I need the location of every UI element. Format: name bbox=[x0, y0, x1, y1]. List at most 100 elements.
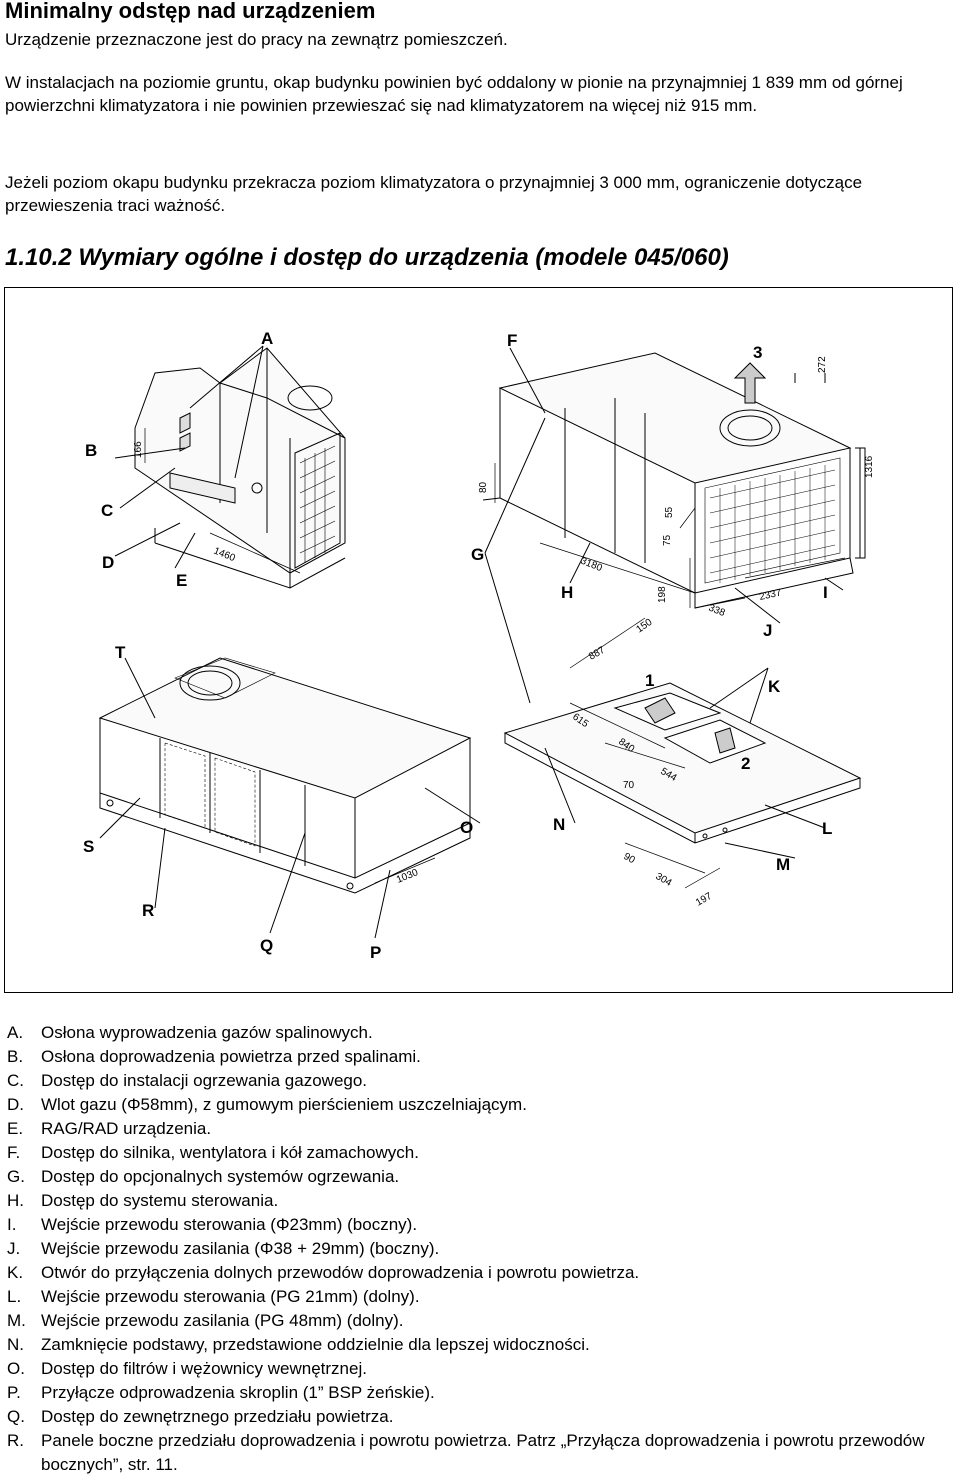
label-q: Q bbox=[260, 936, 273, 955]
dim-90: 90 bbox=[622, 851, 638, 866]
legend-item: F. Dostęp do silnika, wentylatora i kół z… bbox=[7, 1141, 952, 1165]
legend-item: I.Wejście przewodu sterowania (Φ23mm) (b… bbox=[7, 1213, 952, 1237]
dim-1460: 1460 bbox=[212, 546, 237, 565]
legend-text: Dostęp do opcjonalnych systemów ogrzewan… bbox=[41, 1167, 400, 1186]
dim-166: 166 bbox=[133, 441, 144, 458]
legend-key: J. bbox=[7, 1239, 21, 1258]
unit-drawing: A F 3 B C D E G H I J T 1 K 2 O N L S M bbox=[83, 329, 875, 962]
label-f: F bbox=[507, 331, 517, 350]
legend-text: Wejście przewodu sterowania (PG 21mm) (d… bbox=[41, 1287, 420, 1306]
legend-text: Osłona doprowadzenia powietrza przed spa… bbox=[41, 1047, 421, 1066]
dim-887: 887 bbox=[587, 645, 607, 663]
legend-item: H.Dostęp do systemu sterowania. bbox=[7, 1189, 952, 1213]
label-1: 1 bbox=[645, 671, 654, 690]
dim-80: 80 bbox=[478, 481, 489, 493]
legend-key: L. bbox=[7, 1287, 22, 1306]
unit-bottom-left-view bbox=[98, 657, 472, 894]
dimensions-figure: A F 3 B C D E G H I J T 1 K 2 O N L S M bbox=[4, 287, 953, 993]
legend-item: D.Wlot gazu (Φ58mm), z gumowym pierścien… bbox=[7, 1093, 952, 1117]
legend-text: Osłona wyprowadzenia gazów spalinowych. bbox=[41, 1023, 373, 1042]
legend-item: J. Wejście przewodu zasilania (Φ38 + 29mm… bbox=[7, 1237, 952, 1261]
legend-key: I. bbox=[7, 1215, 17, 1234]
label-2: 2 bbox=[741, 754, 750, 773]
dim-75: 75 bbox=[662, 534, 673, 546]
label-b: B bbox=[85, 441, 97, 460]
section-heading: 1.10.2 Wymiary ogólne i dostęp do urządz… bbox=[5, 244, 729, 271]
legend-item: M.Wejście przewodu zasilania (PG 48mm) (… bbox=[7, 1309, 952, 1333]
legend-text: Przyłącze odprowadzenia skroplin (1” BSP… bbox=[41, 1383, 435, 1402]
label-j: J bbox=[763, 621, 772, 640]
label-s: S bbox=[83, 837, 94, 856]
dim-70: 70 bbox=[623, 780, 635, 791]
base-frame-view bbox=[503, 682, 862, 844]
legend-text: Zamknięcie podstawy, przedstawione oddzi… bbox=[41, 1335, 590, 1354]
legend-item: K. Otwór do przyłączenia dolnych przewodó… bbox=[7, 1261, 952, 1285]
legend-key: F. bbox=[7, 1143, 21, 1162]
dimension-lines bbox=[144, 428, 846, 889]
label-k: K bbox=[768, 677, 781, 696]
legend-list: A. Osłona wyprowadzenia gazów spalinowych… bbox=[7, 1021, 952, 1477]
legend-text: Otwór do przyłączenia dolnych przewodów … bbox=[41, 1263, 640, 1282]
dim-55: 55 bbox=[664, 506, 675, 518]
letter-labels: A F 3 B C D E G H I J T 1 K 2 O N L S M bbox=[83, 329, 832, 962]
legend-key: K. bbox=[7, 1263, 24, 1282]
legend-text: Wejście przewodu zasilania (Φ38 + 29mm) … bbox=[41, 1239, 440, 1258]
legend-key: P. bbox=[7, 1383, 21, 1402]
dim-272: 272 bbox=[817, 356, 828, 373]
legend-text: Dostęp do zewnętrznego przedziału powiet… bbox=[41, 1407, 394, 1426]
legend-item: L. Wejście przewodu sterowania (PG 21mm) … bbox=[7, 1285, 952, 1309]
legend-text: RAG/RAD urządzenia. bbox=[41, 1119, 212, 1138]
label-r: R bbox=[142, 901, 154, 920]
legend-key: O. bbox=[7, 1359, 25, 1378]
dim-2337: 2337 bbox=[758, 587, 782, 602]
page-title: Minimalny odstęp nad urządzeniem bbox=[5, 0, 376, 23]
dim-3180: 3180 bbox=[579, 556, 604, 575]
legend-key: G. bbox=[7, 1167, 25, 1186]
label-d: D bbox=[102, 553, 114, 572]
dim-1030: 1030 bbox=[395, 867, 420, 886]
legend-item: O. Dostęp do filtrów i wężownicy wewnętrz… bbox=[7, 1357, 952, 1381]
legend-text: Dostęp do filtrów i wężownicy wewnętrzne… bbox=[41, 1359, 367, 1378]
legend-key: M. bbox=[7, 1311, 26, 1330]
legend-item: B. Osłona doprowadzenia powietrza przed s… bbox=[7, 1045, 952, 1069]
leader-lines bbox=[99, 345, 844, 939]
label-i: I bbox=[823, 583, 828, 602]
dim-197: 197 bbox=[694, 891, 714, 909]
label-p: P bbox=[370, 943, 381, 962]
label-c: C bbox=[101, 501, 113, 520]
legend-item: C.Dostęp do instalacji ogrzewania gazowe… bbox=[7, 1069, 952, 1093]
paragraph-clearance: W instalacjach na poziomie gruntu, okap … bbox=[5, 73, 903, 115]
legend-key: A. bbox=[7, 1023, 24, 1042]
unit-top-right-view bbox=[482, 352, 866, 609]
label-l: L bbox=[822, 819, 832, 838]
unit-left-view bbox=[134, 347, 346, 589]
legend-item: E. RAG/RAD urządzenia. bbox=[7, 1117, 952, 1141]
dim-304: 304 bbox=[654, 871, 674, 889]
label-t: T bbox=[115, 643, 126, 662]
label-3: 3 bbox=[753, 343, 762, 362]
legend-text: Dostęp do instalacji ogrzewania gazowego… bbox=[41, 1071, 368, 1090]
legend-item: G. Dostęp do opcjonalnych systemów ogrzew… bbox=[7, 1165, 952, 1189]
legend-key: E. bbox=[7, 1119, 24, 1138]
label-n: N bbox=[553, 815, 565, 834]
legend-item: Q.Dostęp do zewnętrznego przedziału powi… bbox=[7, 1405, 952, 1429]
legend-key: R. bbox=[7, 1431, 24, 1450]
dim-150: 150 bbox=[634, 617, 654, 636]
legend-item: A. Osłona wyprowadzenia gazów spalinowych… bbox=[7, 1021, 952, 1045]
legend-item: N. Zamknięcie podstawy, przedstawione odd… bbox=[7, 1333, 952, 1357]
legend-key: B. bbox=[7, 1047, 24, 1066]
legend-key: N. bbox=[7, 1335, 24, 1354]
dim-198: 198 bbox=[657, 586, 668, 603]
legend-text: Dostęp do silnika, wentylatora i kół zam… bbox=[41, 1143, 419, 1162]
intro-line: Urządzenie przeznaczone jest do pracy na… bbox=[5, 30, 508, 49]
dim-338: 338 bbox=[707, 603, 727, 620]
legend-item: R. Panele boczne przedziału doprowadzenia… bbox=[7, 1429, 952, 1477]
label-e: E bbox=[176, 571, 187, 590]
label-a: A bbox=[261, 329, 273, 348]
label-h: H bbox=[561, 583, 573, 602]
legend-text: Panele boczne przedziału doprowadzenia i… bbox=[41, 1431, 925, 1474]
legend-key: H. bbox=[7, 1191, 24, 1210]
label-o: O bbox=[460, 818, 473, 837]
label-g: G bbox=[471, 545, 484, 564]
